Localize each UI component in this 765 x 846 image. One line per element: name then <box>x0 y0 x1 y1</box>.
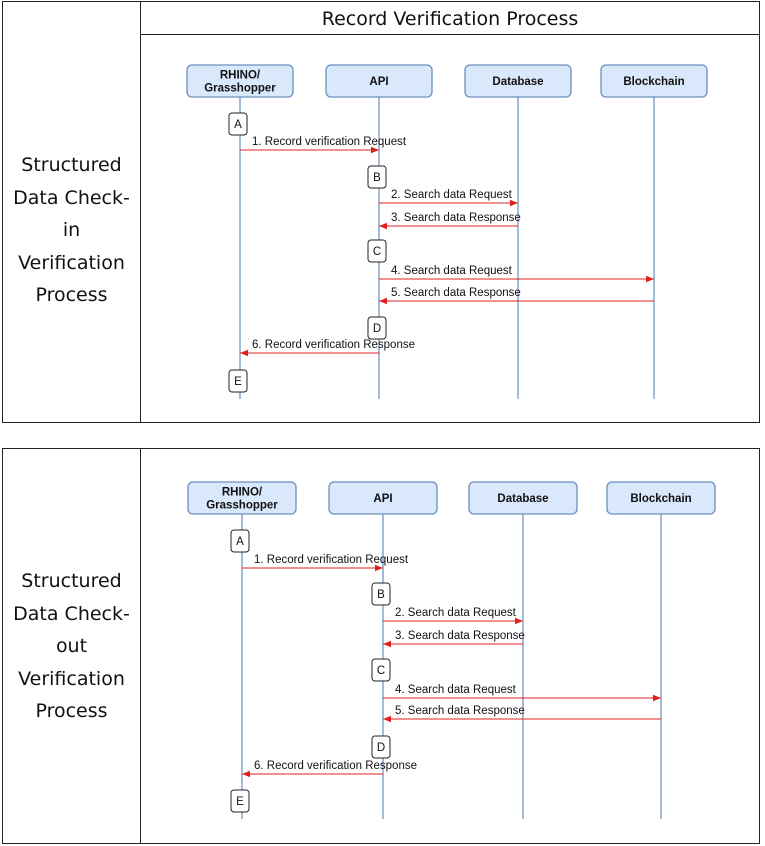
participant-label: RHINO/ <box>220 70 261 82</box>
step-box-d: D <box>371 735 391 759</box>
step-box-c: C <box>367 239 387 263</box>
step-frame <box>367 316 387 340</box>
message-arrow: 6. Record verification Response <box>242 760 417 778</box>
message-arrow: 3. Search data Response <box>379 212 521 230</box>
participant-label: API <box>373 493 392 505</box>
step-label: D <box>377 742 385 754</box>
message-label: 1. Record verification Request <box>252 136 407 148</box>
message-arrow: 5. Search data Response <box>379 287 654 305</box>
participant-label: Database <box>492 76 543 88</box>
step-frame <box>230 529 250 553</box>
section-label-line: Process <box>35 284 108 306</box>
participant-box <box>187 481 297 515</box>
section-label-checkout: Structured Data Check- out Verification … <box>3 565 140 728</box>
participant-blockchain: Blockchain <box>606 481 716 819</box>
participant-label: Grasshopper <box>206 500 278 512</box>
participant-box <box>600 64 708 98</box>
message-label: 4. Search data Request <box>395 684 517 696</box>
message-arrow: 6. Record verification Response <box>240 339 415 357</box>
participant-rhino-grasshopper: RHINO/Grasshopper <box>187 481 297 819</box>
participant-box <box>464 64 572 98</box>
step-label: A <box>234 119 242 131</box>
step-frame <box>228 112 248 136</box>
step-frame <box>371 735 391 759</box>
participant-label: RHINO/ <box>222 487 263 499</box>
participant-box <box>325 64 433 98</box>
step-frame <box>230 789 250 813</box>
participant-box <box>468 481 578 515</box>
message-arrow: 4. Search data Request <box>379 265 654 283</box>
participant-label: API <box>369 76 388 88</box>
participant-box <box>606 481 716 515</box>
step-box-d: D <box>367 316 387 340</box>
participant-database: Database <box>468 481 578 819</box>
step-label: B <box>377 589 385 601</box>
section-label-line: Structured <box>21 154 122 176</box>
message-label: 6. Record verification Response <box>254 760 417 772</box>
participant-label: Grasshopper <box>204 83 276 95</box>
step-frame <box>371 582 391 606</box>
message-label: 5. Search data Response <box>395 705 525 717</box>
section-label-line: in <box>62 219 81 241</box>
participant-label: Blockchain <box>630 493 691 505</box>
step-box-a: A <box>228 112 248 136</box>
step-frame <box>367 239 387 263</box>
step-box-b: B <box>367 165 387 189</box>
message-label: 2. Search data Request <box>391 189 513 201</box>
message-arrow: 5. Search data Response <box>383 705 661 723</box>
message-arrow: 4. Search data Request <box>383 684 661 702</box>
step-frame <box>228 369 248 393</box>
header-divider <box>140 34 759 35</box>
section-label-line: Verification <box>18 251 125 274</box>
step-box-c: C <box>371 658 391 682</box>
message-arrow: 1. Record verification Request <box>240 136 407 154</box>
message-label: 4. Search data Request <box>391 265 513 277</box>
column-divider <box>140 449 141 843</box>
step-box-b: B <box>371 582 391 606</box>
step-box-e: E <box>230 789 250 813</box>
message-label: 3. Search data Response <box>391 212 521 224</box>
section-label-checkin: Structured Data Check- in Verification P… <box>3 149 140 312</box>
participant-rhino-grasshopper: RHINO/Grasshopper <box>186 64 294 399</box>
section-label-line: Data Check- <box>13 186 130 209</box>
step-label: C <box>377 665 385 677</box>
message-arrow: 3. Search data Response <box>383 630 525 648</box>
column-divider <box>140 2 141 422</box>
participant-box <box>328 481 438 515</box>
message-arrow: 2. Search data Request <box>379 189 518 207</box>
section-label-line: Structured <box>21 570 122 592</box>
table-title: Record Verification Process <box>321 8 579 30</box>
participant-label: Database <box>497 493 548 505</box>
step-frame <box>371 658 391 682</box>
section-label-line: Verification <box>18 667 125 690</box>
message-label: 1. Record verification Request <box>254 554 409 566</box>
step-box-e: E <box>228 369 248 393</box>
participant-box <box>186 64 294 98</box>
step-label: B <box>373 172 381 184</box>
message-label: 6. Record verification Response <box>252 339 415 351</box>
message-arrow: 1. Record verification Request <box>242 554 409 572</box>
step-label: A <box>236 536 244 548</box>
step-label: E <box>236 796 244 808</box>
step-box-a: A <box>230 529 250 553</box>
message-arrow: 2. Search data Request <box>383 607 523 625</box>
section-label-line: Process <box>35 700 108 722</box>
section-label-line: out <box>55 635 88 657</box>
message-label: 3. Search data Response <box>395 630 525 642</box>
step-label: D <box>373 323 381 335</box>
participant-blockchain: Blockchain <box>600 64 708 399</box>
step-label: E <box>234 376 242 388</box>
participant-label: Blockchain <box>623 76 684 88</box>
message-label: 5. Search data Response <box>391 287 521 299</box>
participant-database: Database <box>464 64 572 399</box>
message-label: 2. Search data Request <box>395 607 517 619</box>
step-frame <box>367 165 387 189</box>
step-label: C <box>373 246 381 258</box>
section-label-line: Data Check- <box>13 602 130 625</box>
